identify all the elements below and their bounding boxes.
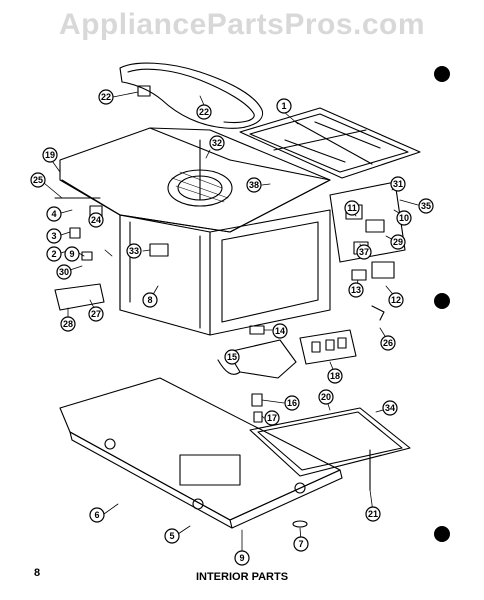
svg-text:5: 5 [169,531,174,541]
punch-hole-top [434,66,450,82]
svg-text:31: 31 [393,179,403,189]
callout-3: 3 [46,228,62,244]
svg-text:16: 16 [287,398,297,408]
svg-text:17: 17 [267,413,277,423]
callout-15: 15 [224,349,240,365]
callout-10: 10 [396,210,412,226]
callout-34: 34 [382,400,398,416]
svg-text:13: 13 [351,285,361,295]
svg-text:10: 10 [399,213,409,223]
svg-text:24: 24 [91,215,101,225]
svg-text:6: 6 [94,510,99,520]
callout-26: 26 [380,335,396,351]
svg-text:26: 26 [383,338,393,348]
callout-35: 35 [418,198,434,214]
svg-text:2: 2 [51,249,56,259]
svg-text:9: 9 [239,553,244,563]
svg-text:30: 30 [59,267,69,277]
top-ring-assembly [119,62,264,129]
callout-9: 9 [64,246,80,262]
callout-19: 19 [42,147,58,163]
callout-1: 1 [276,98,292,114]
svg-text:12: 12 [391,295,401,305]
top-cover-plate [239,107,421,179]
svg-text:1: 1 [281,101,286,111]
callout-18: 18 [327,368,343,384]
callout-33: 33 [126,243,142,259]
callout-29: 29 [390,234,406,250]
callout-20: 20 [318,389,334,405]
callout-21: 21 [365,506,381,522]
svg-text:38: 38 [249,180,259,190]
callout-30: 30 [56,264,72,280]
svg-text:7: 7 [298,539,303,549]
callout-7: 7 [293,536,309,552]
callout-12: 12 [388,292,404,308]
svg-text:33: 33 [129,246,139,256]
svg-text:20: 20 [321,392,331,402]
svg-text:22: 22 [101,92,111,102]
svg-text:3: 3 [51,231,56,241]
callout-4: 4 [46,206,62,222]
svg-text:29: 29 [393,237,403,247]
callout-38: 38 [246,177,262,193]
svg-text:27: 27 [91,309,101,319]
fan-grid [171,171,229,203]
callout-2: 2 [46,246,62,262]
callout-24: 24 [88,212,104,228]
callout-28: 28 [60,316,76,332]
svg-text:11: 11 [347,203,357,213]
watermark: AppliancePartsPros.com [58,8,426,41]
svg-text:14: 14 [275,326,285,336]
svg-text:34: 34 [385,403,395,413]
leader-lines [43,91,419,557]
svg-text:22: 22 [199,107,209,117]
svg-text:8: 8 [147,295,152,305]
callout-labels: 22 22 1 32 19 25 4 24 3 2 9 33 30 38 8 2… [30,89,434,566]
svg-text:18: 18 [330,371,340,381]
callout-8: 8 [142,292,158,308]
callout-17: 17 [264,410,280,426]
punch-hole-middle [434,293,450,309]
page-title: INTERIOR PARTS [195,571,289,583]
page-number: 8 [34,567,41,579]
upper-chassis [59,127,331,233]
callout-32: 32 [209,135,225,151]
callout-13: 13 [348,282,364,298]
oven-cavity [119,209,331,336]
callout-16: 16 [284,395,300,411]
svg-text:19: 19 [45,150,55,160]
callout-31: 31 [390,176,406,192]
cover-panel [249,407,411,491]
foot [292,520,308,528]
svg-text:32: 32 [212,138,222,148]
svg-text:35: 35 [421,201,431,211]
svg-text:28: 28 [63,319,73,329]
svg-text:37: 37 [359,247,369,257]
callout-9b: 9 [234,550,250,566]
punch-hole-bottom [434,526,450,542]
callout-5: 5 [164,528,180,544]
callout-25: 25 [30,172,46,188]
svg-text:21: 21 [368,509,378,519]
svg-text:25: 25 [33,175,43,185]
middle-parts [217,325,357,423]
svg-text:4: 4 [51,209,56,219]
callout-11: 11 [344,200,360,216]
callout-27: 27 [88,306,104,322]
callout-14: 14 [272,323,288,339]
callout-37: 37 [356,244,372,260]
callout-22b: 22 [196,104,212,120]
base-plate [59,377,343,529]
callout-22: 22 [98,89,114,105]
svg-text:9: 9 [69,249,74,259]
svg-text:15: 15 [227,352,237,362]
callout-6: 6 [89,507,105,523]
